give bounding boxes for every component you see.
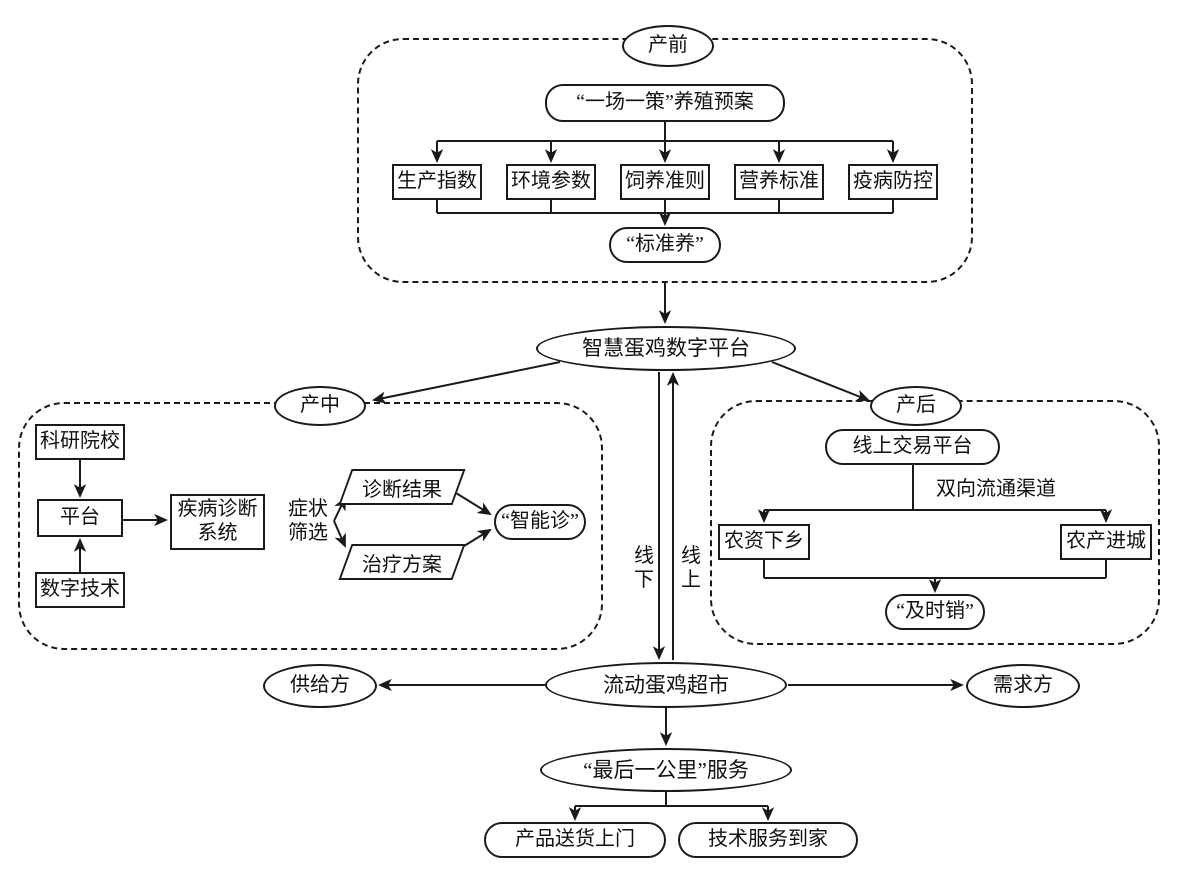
platform-node: 平台 bbox=[37, 499, 123, 537]
digital-technology-node: 数字技术 bbox=[35, 572, 125, 608]
treatment-plan-label: 治疗方案 bbox=[362, 553, 442, 576]
mobile-market-node: 流动蛋鸡超市 bbox=[545, 662, 787, 708]
online-link-label: 线上 bbox=[681, 545, 701, 592]
two-way-channel-label: 双向流通渠道 bbox=[936, 478, 1056, 500]
demand-side-node: 需求方 bbox=[966, 664, 1080, 708]
supplies-to-countryside-node: 农资下乡 bbox=[718, 524, 810, 560]
home-delivery-node: 产品送货上门 bbox=[484, 822, 666, 858]
diagnosis-result-label: 诊断结果 bbox=[362, 478, 442, 501]
smart-diagnosis-node: “智能诊” bbox=[494, 504, 586, 540]
online-trading-node: 线上交易平台 bbox=[825, 429, 1000, 465]
stage-pre-production: 产前 bbox=[622, 25, 714, 67]
supply-side-node: 供给方 bbox=[263, 664, 377, 708]
home-tech-service-node: 技术服务到家 bbox=[678, 822, 858, 858]
diagnosis-system-node: 疾病诊断系统 bbox=[170, 494, 265, 550]
nutrition-standard-node: 营养标准 bbox=[734, 164, 824, 200]
stage-mid-production: 产中 bbox=[274, 386, 366, 426]
stage-post-production: 产后 bbox=[870, 386, 962, 426]
breeding-plan-node: “一场一策”养殖预案 bbox=[545, 84, 785, 122]
produce-to-city-node: 农产进城 bbox=[1060, 524, 1152, 560]
timely-sale-node: “及时销” bbox=[885, 594, 985, 630]
diagnosis-result-node: 诊断结果 bbox=[338, 469, 466, 505]
digital-platform-node: 智慧蛋鸡数字平台 bbox=[536, 326, 796, 371]
treatment-plan-node: 治疗方案 bbox=[338, 544, 466, 580]
environment-parameter-node: 环境参数 bbox=[506, 164, 596, 200]
production-index-node: 生产指数 bbox=[392, 164, 482, 200]
last-mile-service-node: “最后一公里”服务 bbox=[540, 748, 792, 792]
symptom-screening-label: 症状筛选 bbox=[288, 498, 328, 545]
research-institute-node: 科研院校 bbox=[35, 424, 125, 460]
feeding-guideline-node: 饲养准则 bbox=[620, 164, 710, 200]
disease-prevention-node: 疫病防控 bbox=[848, 164, 938, 200]
standard-raise-node: “标准养” bbox=[609, 227, 721, 263]
offline-link-label: 线下 bbox=[634, 545, 654, 592]
